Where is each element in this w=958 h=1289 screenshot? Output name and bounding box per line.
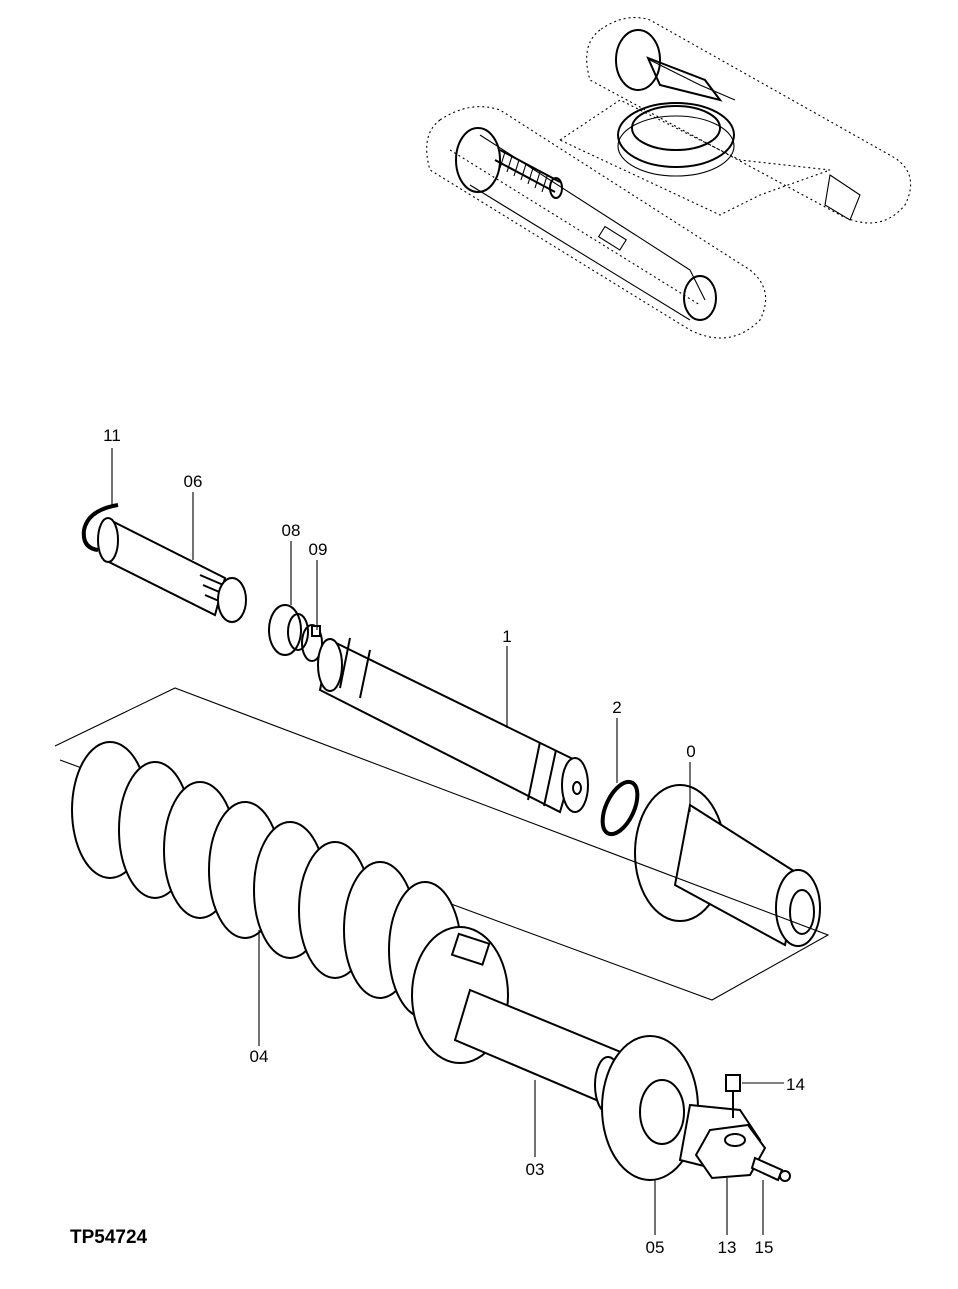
part-1-cylinder — [317, 637, 589, 814]
callout-1: 1 — [502, 627, 511, 646]
callout-06: 06 — [184, 472, 203, 491]
callout-04: 04 — [250, 1047, 269, 1066]
undercarriage-overview — [426, 17, 912, 339]
part-2-o-ring — [600, 779, 640, 837]
callout-05: 05 — [646, 1238, 665, 1257]
part-14-cap — [725, 1074, 741, 1118]
callout-08: 08 — [282, 521, 301, 540]
part-08-collar — [268, 604, 309, 656]
figure-code: TP54724 — [70, 1227, 148, 1248]
callout-0: 0 — [686, 742, 695, 761]
callout-2: 2 — [612, 698, 621, 717]
part-04-spring — [71, 741, 509, 1064]
part-15-fitting — [750, 1156, 791, 1182]
callout-09: 09 — [309, 540, 328, 559]
part-09-ring — [301, 624, 323, 662]
part-11-snap-ring — [81, 503, 119, 552]
leader-lines — [111, 448, 784, 1235]
callout-13: 13 — [718, 1238, 737, 1257]
frame-spring — [494, 149, 563, 199]
callout-14: 14 — [786, 1075, 805, 1094]
assembly-outline — [54, 687, 830, 1001]
callout-11: 11 — [103, 426, 121, 445]
part-13-nut — [694, 1123, 767, 1180]
callout-15: 15 — [755, 1238, 774, 1257]
part-06-rod — [97, 517, 247, 623]
callout-03: 03 — [526, 1160, 545, 1179]
